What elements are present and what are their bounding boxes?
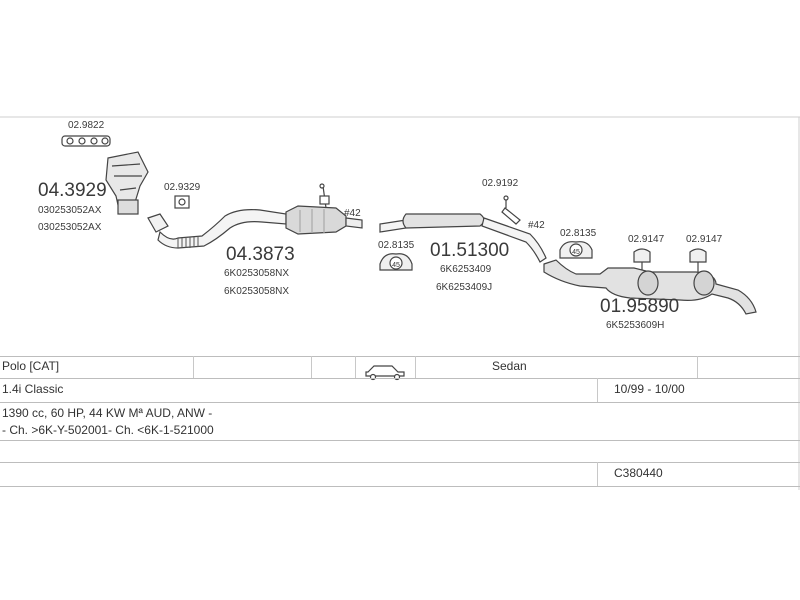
catalyst-drawing (285, 205, 363, 235)
chassis-range: - Ch. >6K-Y-502001- Ch. <6K-1-521000 (2, 423, 214, 437)
front-pipe-oem-1: 6K0253058NX (224, 268, 290, 279)
table-divider-3 (355, 356, 356, 378)
table-divider-4 (415, 356, 416, 378)
middle-clamp-drawing (501, 195, 521, 225)
engine-name: 1.4i Classic (2, 382, 64, 396)
middle-box-number: 01.51300 (430, 240, 510, 261)
engine-spec: 1390 cc, 60 HP, 44 KW Mª AUD, ANW - (2, 406, 213, 420)
table-line-4 (0, 440, 800, 441)
body-type: Sedan (492, 359, 527, 373)
front-pipe-drawing (157, 209, 287, 249)
table-line-5 (0, 462, 800, 463)
hanger-2-badge: 45 (572, 249, 580, 256)
hanger-1-drawing (379, 253, 413, 271)
hanger-2-drawing (559, 241, 593, 259)
table-line-3 (0, 402, 800, 403)
table-divider-7 (597, 462, 598, 486)
year-range: 10/99 - 10/00 (614, 382, 685, 396)
front-pipe-number: 04.3873 (226, 244, 295, 265)
table-divider-2 (311, 356, 312, 378)
table-divider-1 (193, 356, 194, 378)
middle-oem-2: 6K6253409J (436, 282, 493, 293)
table-divider-6 (697, 356, 698, 378)
rubber-2-drawing (689, 248, 707, 272)
rubber-2-number: 02.9147 (686, 234, 723, 245)
manifold-oem-2: 030253052AX (38, 222, 102, 233)
hanger-1-number: 02.8135 (378, 240, 415, 251)
table-line-1 (0, 356, 800, 357)
manifold-oem-1: 030253052AX (38, 205, 102, 216)
rubber-1-number: 02.9147 (628, 234, 665, 245)
rear-box-number: 01.95890 (600, 296, 680, 317)
catalog-code: C380440 (614, 466, 663, 480)
front-gasket-drawing (174, 195, 190, 209)
hanger-2-number: 02.8135 (560, 228, 597, 239)
hanger-1-badge: 45 (392, 262, 400, 269)
clamp-1-number: #42 (344, 208, 361, 219)
manifold-gasket-drawing (61, 135, 111, 147)
lambda-sensor-drawing (319, 183, 330, 209)
front-pipe-oem-2: 6K0253058NX (224, 286, 290, 297)
model-name: Polo [CAT] (2, 359, 60, 373)
flange-drawing (147, 213, 169, 233)
rear-silencer-drawing (543, 259, 757, 315)
clamp-2-number: #42 (528, 220, 545, 231)
table-line-6 (0, 486, 800, 487)
rear-oem-number: 6K5253609H (606, 320, 665, 331)
manifold-drawing (105, 151, 149, 215)
table-line-2 (0, 378, 800, 379)
middle-section-drawing (379, 213, 547, 263)
front-gasket-number: 02.9329 (164, 182, 201, 193)
middle-oem-1: 6K6253409 (440, 264, 492, 275)
table-divider-5 (597, 378, 598, 402)
manifold-number: 04.3929 (38, 180, 107, 201)
clamp-2-ref-number: 02.9192 (482, 178, 519, 189)
manifold-gasket-number: 02.9822 (68, 120, 105, 131)
